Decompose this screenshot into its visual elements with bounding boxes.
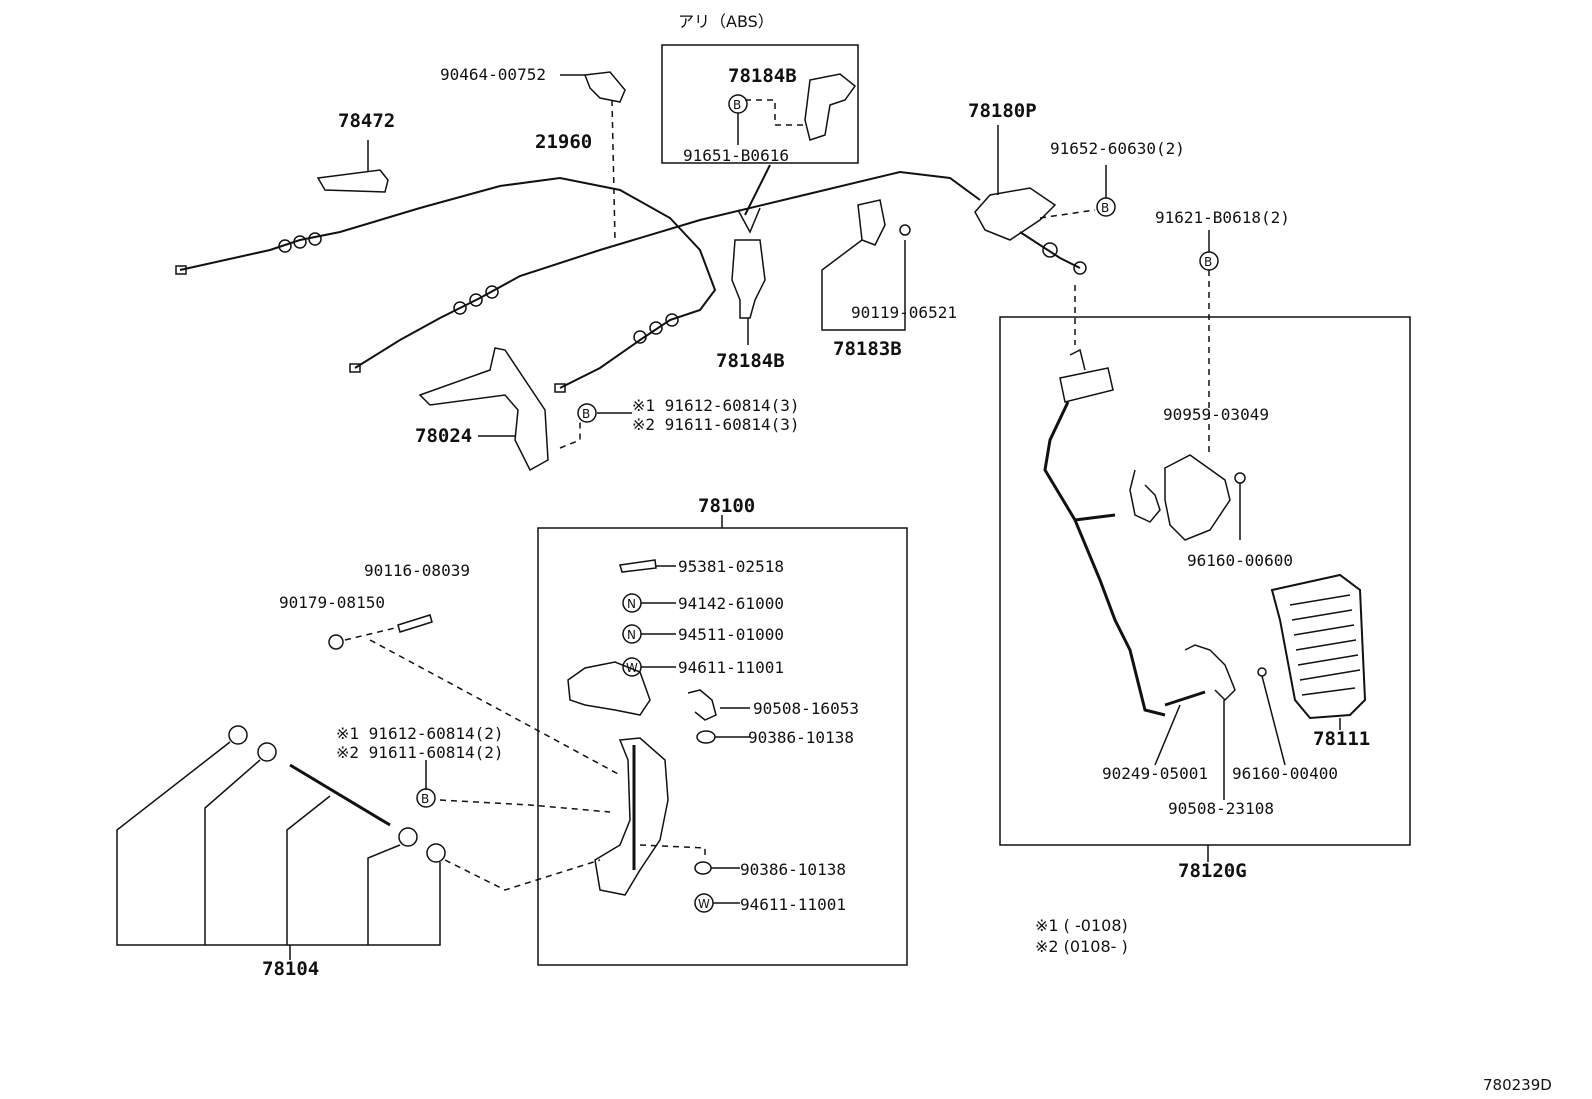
diagram-code: 780239D [1483, 1076, 1552, 1094]
part-78024: 78024 [415, 425, 473, 447]
part-91612-60814-3: ※1 91612-60814(3) [632, 396, 800, 415]
part-90386-10138-a: 90386-10138 [748, 728, 854, 747]
part-94611-11001-a: 94611-11001 [678, 658, 784, 677]
part-21960: 21960 [535, 131, 593, 153]
part-90116-08039: 90116-08039 [364, 561, 470, 580]
svg-text:N: N [627, 597, 636, 611]
clip-90464 [583, 71, 626, 103]
bracket-78024 [418, 347, 549, 472]
svg-text:W: W [698, 897, 710, 911]
svg-text:W: W [626, 661, 638, 675]
dash-abs [745, 99, 808, 126]
cable-21960 [175, 170, 981, 393]
part-91652-60630: 91652-60630(2) [1050, 139, 1185, 158]
part-90959-03049: 90959-03049 [1163, 405, 1269, 424]
part-78183b: 78183B [833, 338, 902, 360]
part-90249-05001: 90249-05001 [1102, 764, 1208, 783]
part-95381-02518: 95381-02518 [678, 557, 784, 576]
part-78120g: 78120G [1178, 860, 1247, 882]
arrowhead-abs [737, 207, 761, 234]
part-94511-01000: 94511-01000 [678, 625, 784, 644]
part-78184b-abs: 78184B [728, 65, 797, 87]
dash-91612-mid [439, 799, 611, 813]
leader-78183b [821, 239, 906, 331]
part-96160-00400: 96160-00400 [1232, 764, 1338, 783]
dash-90179 [369, 639, 621, 776]
stud-90116 [397, 614, 433, 633]
dash-91652 [1039, 209, 1096, 219]
symbol-n-94142: N [622, 593, 642, 613]
pedal-assembly-78100 [567, 559, 750, 904]
nut-90179 [328, 634, 344, 650]
accelerator-pedal-78120g [1043, 348, 1367, 862]
abs-note: アリ（ABS） [678, 12, 774, 31]
part-96160-00600: 96160-00600 [1187, 551, 1293, 570]
symbol-b-abs: B [728, 94, 748, 114]
part-91611-60814-2: ※2 91611-60814(2) [336, 743, 504, 762]
rod-78104 [116, 725, 446, 960]
symbol-b-91621: B [1199, 251, 1219, 271]
dash-bottom [444, 859, 601, 891]
part-78100: 78100 [698, 495, 756, 517]
part-91611-60814-3: ※2 91611-60814(3) [632, 415, 800, 434]
bracket-78472 [316, 169, 389, 193]
part-90464-00752: 90464-00752 [440, 65, 546, 84]
part-91612-60814-2: ※1 91612-60814(2) [336, 724, 504, 743]
part-90179-08150: 90179-08150 [279, 593, 385, 612]
part-78104: 78104 [262, 958, 320, 980]
svg-text:B: B [1204, 255, 1212, 269]
svg-text:B: B [421, 792, 429, 806]
part-94611-11001-b: 94611-11001 [740, 895, 846, 914]
dash-90464 [611, 99, 616, 241]
part-78180p: 78180P [968, 100, 1037, 122]
symbol-n-94511: N [622, 624, 642, 644]
bolt-90119 [899, 224, 911, 236]
part-91621-b0618: 91621-B0618(2) [1155, 208, 1290, 227]
bracket-78183b [857, 199, 886, 246]
symbol-w-94611-a: W [622, 657, 642, 677]
symbol-b-78024: B [577, 403, 597, 423]
svg-text:B: B [1101, 201, 1109, 215]
bracket-78184b-abs [804, 73, 857, 141]
cable-end-78180p [1019, 231, 1081, 269]
part-94142-61000: 94142-61000 [678, 594, 784, 613]
symbol-b-91652: B [1096, 197, 1116, 217]
svg-text:B: B [582, 407, 590, 421]
part-90508-16053: 90508-16053 [753, 699, 859, 718]
symbol-b-abs-text: B [733, 98, 741, 112]
footnote-2: ※2 (0108- ) [1035, 937, 1128, 956]
part-90508-23108: 90508-23108 [1168, 799, 1274, 818]
footnote-1: ※1 ( -0108) [1035, 916, 1128, 935]
part-78472: 78472 [338, 110, 396, 132]
part-78111: 78111 [1313, 728, 1371, 750]
part-90119-06521: 90119-06521 [851, 303, 957, 322]
symbol-b-mid: B [416, 788, 436, 808]
abs-inset-box [661, 44, 859, 164]
symbol-w-94611-b: W [694, 893, 714, 913]
part-78184b: 78184B [716, 350, 785, 372]
svg-text:N: N [627, 628, 636, 642]
box-78120g [999, 316, 1411, 846]
bracket-78184b [731, 239, 766, 319]
arrow-abs [744, 164, 771, 216]
bracket-78180p [974, 187, 1057, 241]
part-91651-b0616: 91651-B0616 [683, 146, 789, 165]
dash-78024 [559, 420, 581, 449]
part-90386-10138-b: 90386-10138 [740, 860, 846, 879]
